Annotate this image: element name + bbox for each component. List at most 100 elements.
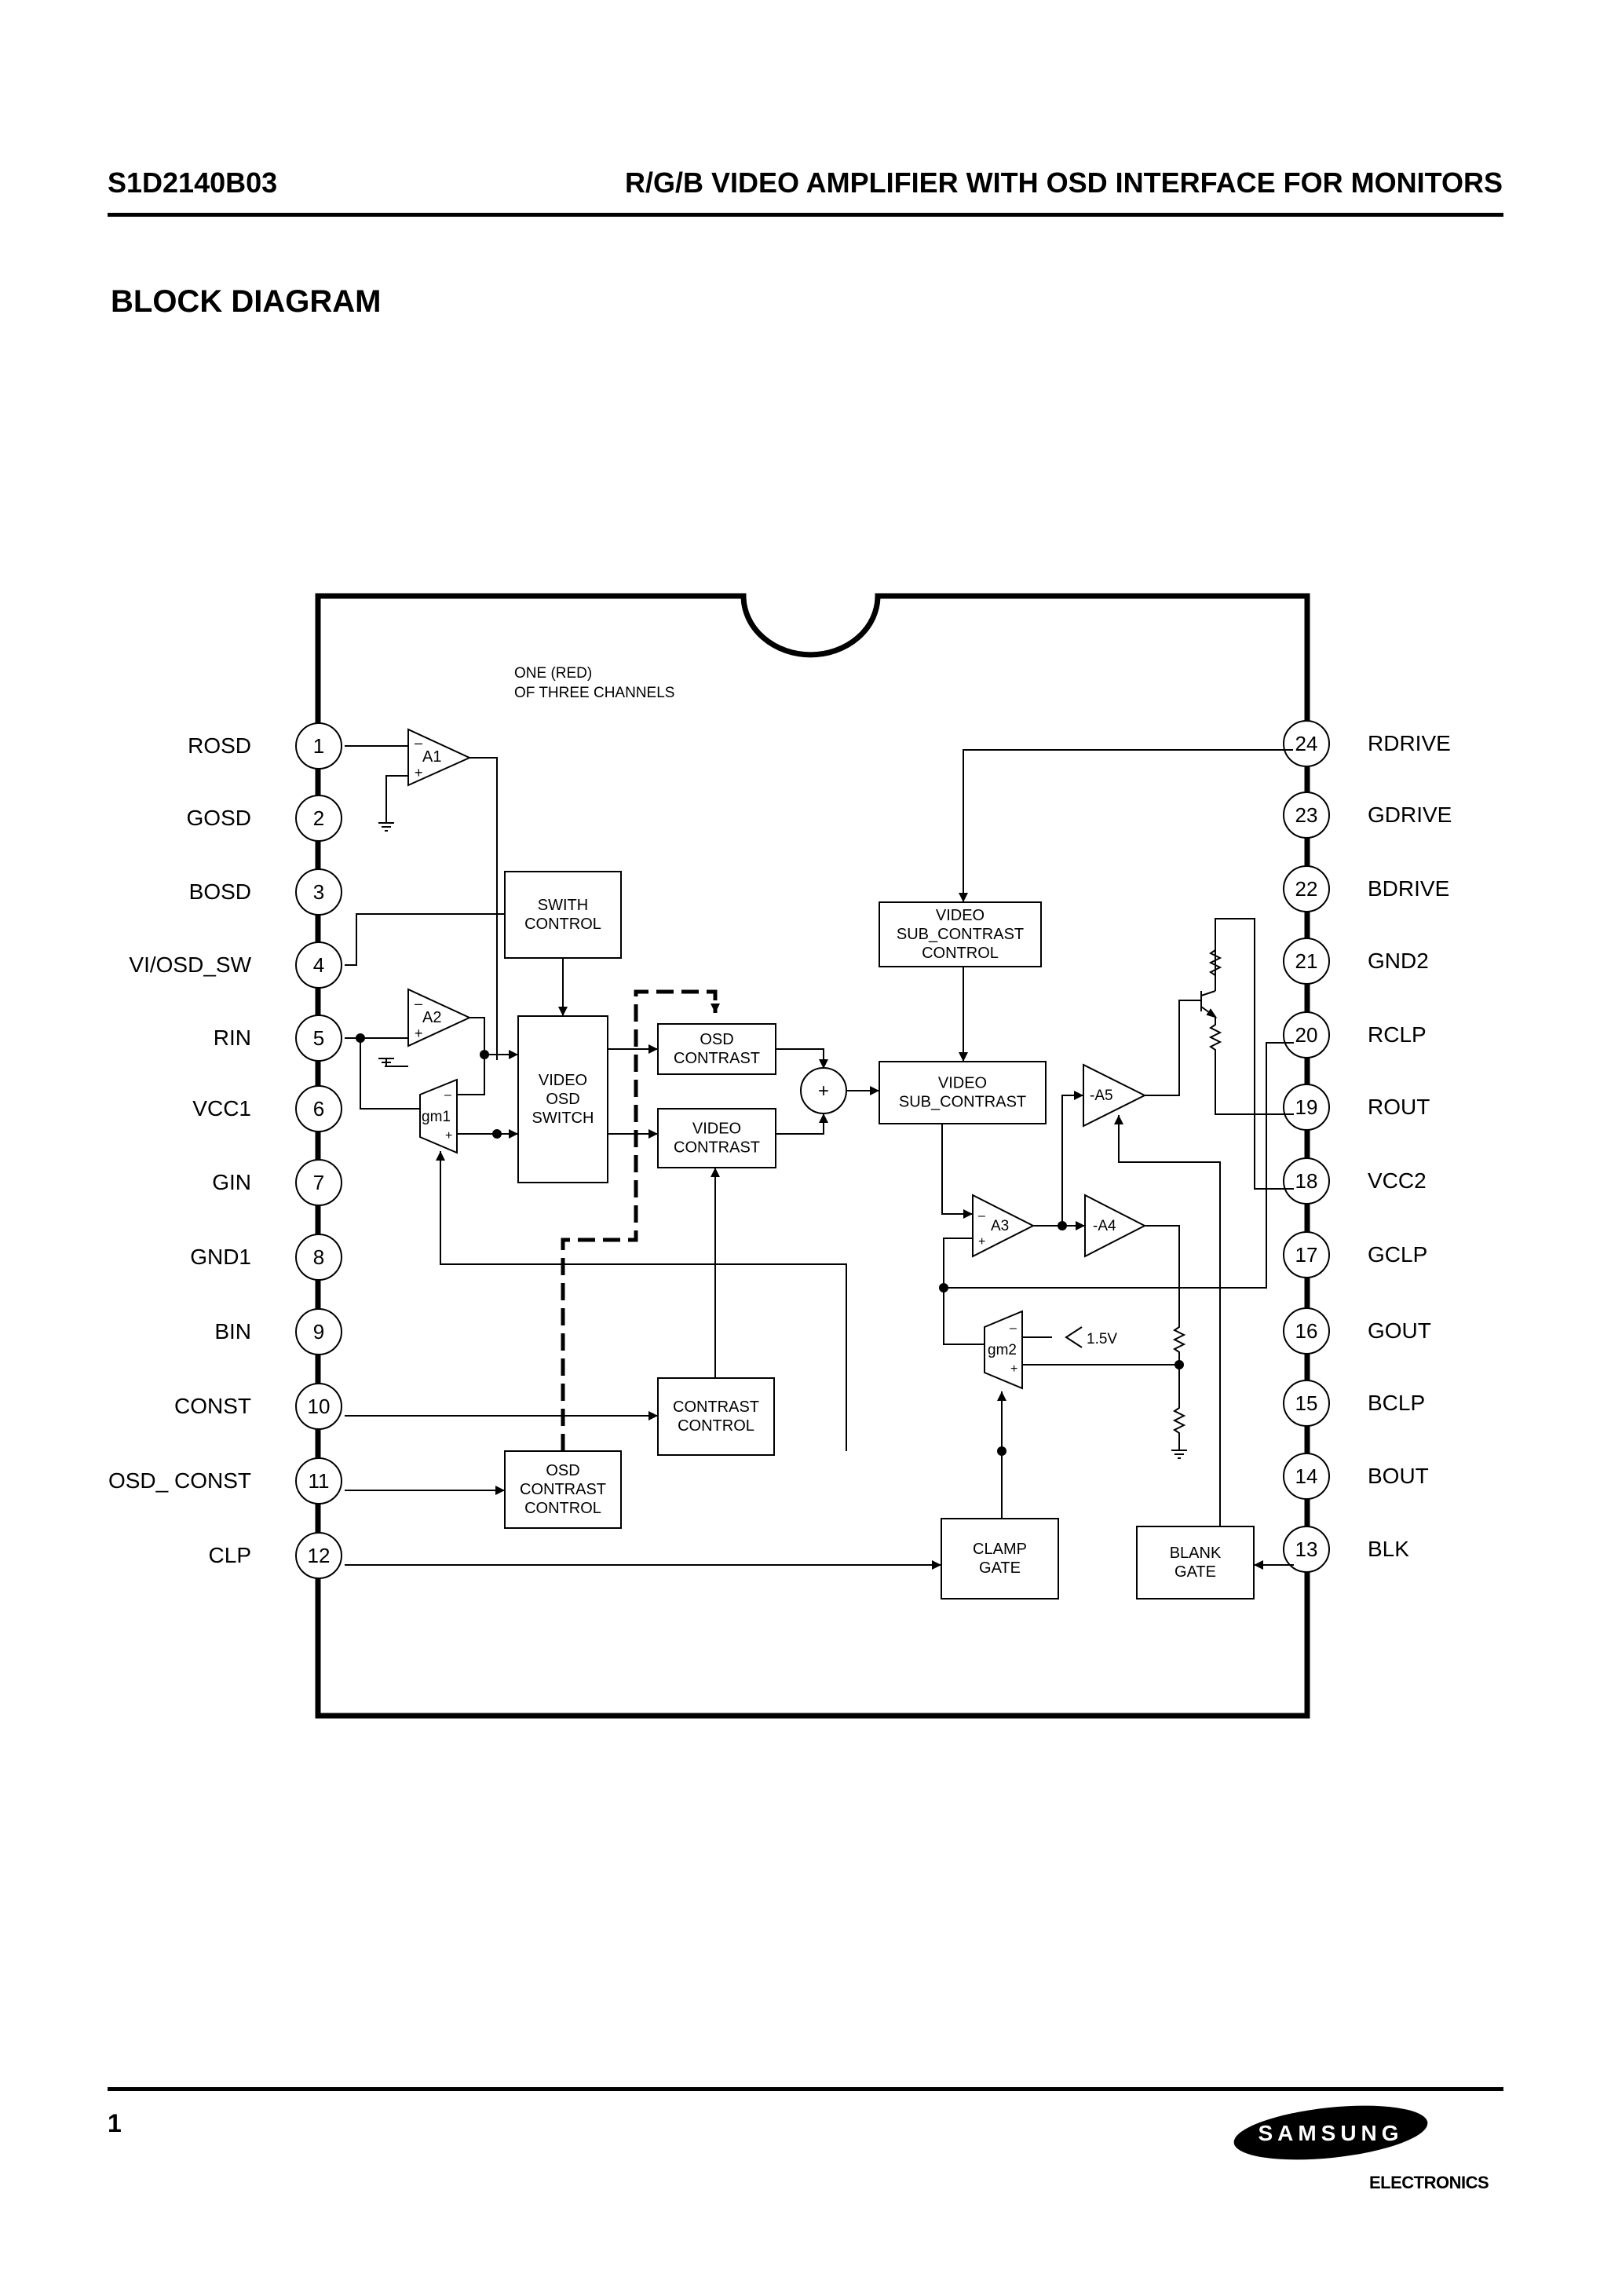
block-label-line: VIDEO bbox=[692, 1121, 741, 1138]
pin-number: 11 bbox=[309, 1469, 330, 1493]
pin-label: GCLP bbox=[1368, 1242, 1427, 1267]
block-label-line: CLAMP bbox=[973, 1541, 1027, 1558]
pin-label: GND1 bbox=[190, 1245, 251, 1269]
pin-10 bbox=[295, 1383, 342, 1430]
pin-number: 1 bbox=[313, 734, 324, 758]
pin-number: 9 bbox=[313, 1320, 324, 1344]
pin-number: 5 bbox=[313, 1026, 324, 1050]
amplifier-a4-label: -A4 bbox=[1093, 1218, 1116, 1234]
pin-number: 2 bbox=[313, 806, 324, 830]
pin-label: BLK bbox=[1368, 1537, 1409, 1561]
pin-23 bbox=[1283, 792, 1330, 839]
samsung-logo-wordmark: SAMSUNG bbox=[1258, 2121, 1403, 2145]
pin-6 bbox=[295, 1085, 342, 1132]
pin-label: CONST bbox=[174, 1394, 251, 1418]
pin-label: GOUT bbox=[1368, 1318, 1431, 1343]
junction-dots bbox=[356, 1033, 1184, 1456]
block-label-line: CONTRAST bbox=[674, 1139, 760, 1157]
block-label-line: VIDEO bbox=[938, 1075, 987, 1092]
pin-8 bbox=[295, 1234, 342, 1281]
pin-12 bbox=[295, 1532, 342, 1579]
pin-2 bbox=[295, 795, 342, 842]
pin-15 bbox=[1283, 1380, 1330, 1427]
pin-number: 6 bbox=[313, 1097, 324, 1121]
gm1-plus: + bbox=[445, 1129, 452, 1143]
pin-number: 21 bbox=[1295, 949, 1318, 973]
pin-20 bbox=[1283, 1011, 1330, 1058]
block-label-line: OSD bbox=[546, 1091, 579, 1108]
block-label-line: SUB_CONTRAST bbox=[897, 926, 1024, 943]
arrowheads bbox=[436, 893, 1263, 1570]
amplifier-a2: A2 – + bbox=[407, 988, 472, 1047]
block-label-line: SUB_CONTRAST bbox=[899, 1094, 1026, 1111]
pin-label: BOSD bbox=[189, 879, 251, 904]
pin-label: VI/OSD_SW bbox=[129, 952, 251, 977]
pin-number: 20 bbox=[1295, 1023, 1318, 1047]
pin-16 bbox=[1283, 1307, 1330, 1355]
pin-number: 12 bbox=[308, 1544, 331, 1567]
brand-subtitle: ELECTRONICS bbox=[1369, 2173, 1489, 2192]
section-title: BLOCK DIAGRAM bbox=[111, 284, 382, 319]
block-video-sub-contrast: VIDEO SUB_CONTRAST bbox=[879, 1061, 1047, 1124]
block-label-line: CONTRAST bbox=[673, 1398, 759, 1416]
wires bbox=[345, 745, 1294, 1566]
pin-number: 14 bbox=[1295, 1464, 1318, 1488]
pin-22 bbox=[1283, 865, 1330, 912]
pin-label: GDRIVE bbox=[1368, 803, 1452, 827]
pin-label: BCLP bbox=[1368, 1391, 1425, 1415]
pin-9 bbox=[295, 1308, 342, 1355]
pin-label: ROSD bbox=[188, 733, 251, 758]
pin-number: 13 bbox=[1295, 1537, 1318, 1561]
block-label-line: OSD bbox=[700, 1031, 733, 1048]
pin-label: RIN bbox=[214, 1026, 251, 1050]
pin-label: BIN bbox=[214, 1319, 251, 1344]
pin-21 bbox=[1283, 938, 1330, 985]
pin-number: 7 bbox=[313, 1171, 324, 1194]
block-label-line: GATE bbox=[979, 1559, 1021, 1577]
pin-5 bbox=[295, 1015, 342, 1062]
ground-icon bbox=[378, 1058, 394, 1067]
block-label-line: CONTROL bbox=[678, 1417, 754, 1435]
pin-label: GIN bbox=[212, 1170, 251, 1194]
pin-19 bbox=[1283, 1084, 1330, 1131]
pin-1 bbox=[295, 722, 342, 770]
pin-number: 24 bbox=[1295, 732, 1318, 755]
pin-number: 22 bbox=[1295, 877, 1318, 901]
pin-label: GOSD bbox=[187, 806, 251, 830]
pin-number: 16 bbox=[1295, 1319, 1318, 1343]
block-label-line: CONTROL bbox=[922, 945, 999, 962]
pin-18 bbox=[1283, 1157, 1330, 1205]
document-title: R/G/B VIDEO AMPLIFIER WITH OSD INTERFACE… bbox=[624, 166, 1503, 199]
amplifier-a3-plus: + bbox=[978, 1235, 985, 1249]
transconductance-amp-gm2: gm2 – + bbox=[984, 1310, 1023, 1390]
samsung-logo: SAMSUNG bbox=[1233, 2105, 1428, 2160]
resistor-icon bbox=[1208, 919, 1222, 991]
summing-junction-label: + bbox=[818, 1080, 829, 1102]
pin-number: 4 bbox=[313, 953, 324, 977]
pin-label: VCC1 bbox=[192, 1096, 251, 1121]
channel-note-line1: ONE (RED) bbox=[514, 665, 592, 682]
gm2-minus: – bbox=[1010, 1322, 1017, 1335]
pin-11 bbox=[295, 1457, 342, 1504]
block-label-line: CONTROL bbox=[524, 916, 601, 933]
footer-rule bbox=[108, 2087, 1503, 2091]
header-rule bbox=[108, 213, 1503, 217]
pin-label: VCC2 bbox=[1368, 1168, 1427, 1193]
pin-17 bbox=[1283, 1231, 1330, 1278]
gm1-minus: – bbox=[444, 1088, 451, 1102]
pin-number: 15 bbox=[1295, 1391, 1318, 1415]
ground-icon bbox=[378, 822, 394, 832]
resistor-icon bbox=[1172, 1319, 1186, 1362]
pin-number: 17 bbox=[1295, 1243, 1318, 1267]
block-label-line: CONTROL bbox=[524, 1500, 601, 1517]
summing-junction: + bbox=[800, 1067, 847, 1114]
part-number: S1D2140B03 bbox=[108, 166, 278, 199]
pin-14 bbox=[1283, 1453, 1330, 1500]
amplifier-a2-minus: – bbox=[415, 996, 422, 1011]
amplifier-a2-label: A2 bbox=[422, 1009, 441, 1026]
block-label-line: OSD bbox=[546, 1462, 579, 1479]
